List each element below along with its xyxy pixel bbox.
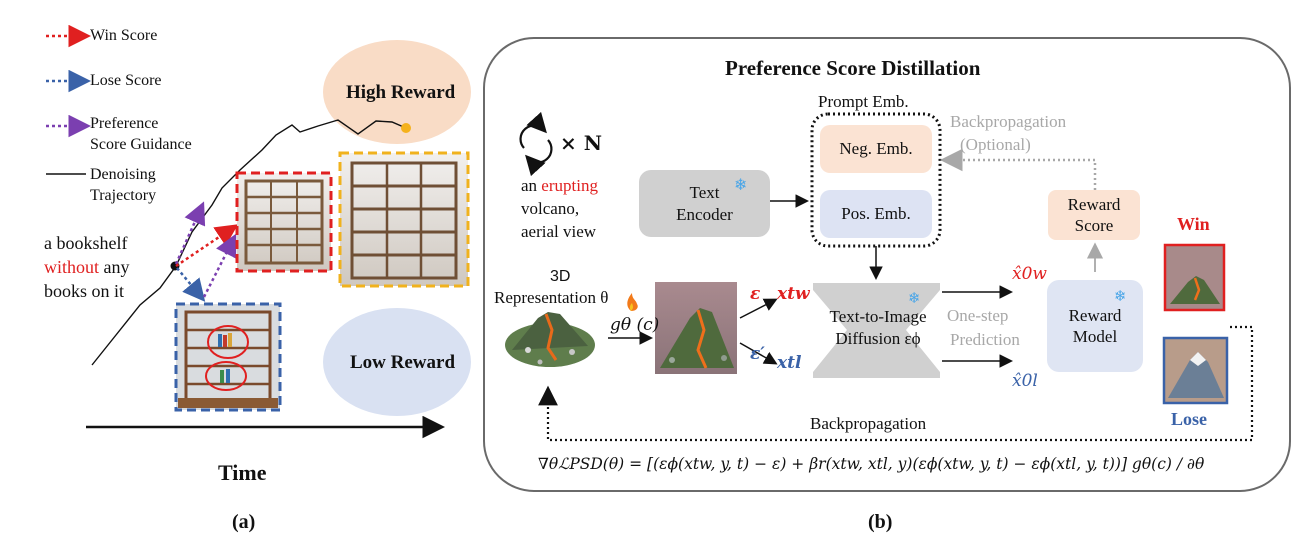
backprop-optional-label-2: (Optional) bbox=[960, 135, 1031, 154]
one-step-label-2: Prediction bbox=[950, 330, 1020, 349]
lose-mountain-image bbox=[1162, 336, 1229, 405]
diffusion-hourglass bbox=[813, 283, 940, 378]
low-reward-label: Low Reward bbox=[350, 352, 456, 373]
time-label: Time bbox=[218, 460, 267, 485]
backprop-optional-label-1: Backpropagation bbox=[950, 112, 1067, 131]
prompt-b-line2: volcano, bbox=[521, 199, 580, 218]
legend-lose-label: Lose Score bbox=[90, 72, 162, 89]
bookshelf-win-image bbox=[235, 171, 333, 273]
eps-lose-label: ε′ bbox=[750, 344, 765, 364]
caption-b: (b) bbox=[868, 511, 893, 533]
psd-frame bbox=[483, 37, 1291, 492]
prompt-a-line3: books on it bbox=[44, 281, 125, 301]
reward-model-box: Reward Model bbox=[1047, 280, 1143, 372]
reward-score-label-1: Reward bbox=[1067, 194, 1121, 214]
bookshelf-high-image bbox=[338, 151, 470, 288]
win-label: Win bbox=[1177, 214, 1210, 234]
psd-title: Preference Score Distillation bbox=[725, 56, 981, 80]
high-reward-ellipse bbox=[323, 40, 471, 144]
reward-score-label-2: Score bbox=[1074, 216, 1114, 235]
g-theta-label: gθ (c) bbox=[610, 315, 660, 335]
diffusion-label-1: Text-to-Image bbox=[829, 307, 927, 326]
one-step-label-1: One-step bbox=[947, 306, 1009, 325]
x0-lose-label: x̂0l bbox=[1012, 371, 1038, 391]
legend-traj-label-2: Trajectory bbox=[90, 187, 157, 204]
eps-win-label: ε bbox=[750, 284, 761, 304]
snowflake-icon: ❄ bbox=[1114, 288, 1127, 305]
backprop-label: Backpropagation bbox=[810, 414, 927, 433]
x-win-label: xtw bbox=[777, 284, 810, 304]
neg-emb-box: Neg. Emb. bbox=[820, 125, 932, 173]
reward-score-box: Reward Score bbox=[1048, 190, 1140, 240]
text-encoder-label: Text Encoder bbox=[676, 183, 733, 224]
rendered-volcano-image bbox=[655, 282, 737, 374]
win-volcano-image bbox=[1163, 243, 1226, 312]
reward-model-label-2: Model bbox=[1072, 327, 1118, 346]
x-lose-label: xtl bbox=[777, 353, 802, 373]
caption-a: (a) bbox=[232, 511, 256, 533]
refresh-icon bbox=[519, 111, 553, 177]
lose-score-arrow bbox=[176, 267, 206, 302]
low-reward-ellipse bbox=[323, 308, 471, 416]
snowflake-icon: ❄ bbox=[908, 290, 921, 307]
optional-backprop-arrow bbox=[940, 148, 1097, 190]
lose-label: Lose bbox=[1171, 409, 1207, 429]
reward-model-label-1: Reward bbox=[1068, 305, 1122, 325]
prompt-b-line1: an erupting bbox=[521, 176, 598, 196]
x0-win-label: x̂0w bbox=[1012, 264, 1047, 284]
noise-win-arrow bbox=[739, 298, 778, 319]
psd-equation: ∇θℒPSD(θ) = [(εϕ(xtw, y, t) − ε) + βr(xt… bbox=[538, 455, 1205, 473]
pos-emb-label: Pos. Emb. bbox=[841, 204, 911, 224]
rep-label-1: 3D bbox=[550, 268, 571, 285]
legend-pref-label-1: Preference bbox=[90, 115, 159, 132]
volcano-3d-representation bbox=[505, 312, 595, 367]
pos-emb-box: Pos. Emb. bbox=[820, 190, 932, 238]
bookshelf-lose-image bbox=[174, 302, 282, 412]
prompt-a-highlight: without bbox=[44, 257, 100, 277]
prompt-emb-box bbox=[810, 112, 942, 248]
iteration-count: × N bbox=[560, 131, 603, 155]
noise-lose-arrow bbox=[739, 342, 778, 365]
text-encoder-box: Text Encoder bbox=[639, 170, 770, 237]
prompt-a-line2-rest: any bbox=[99, 257, 130, 277]
legend bbox=[46, 24, 91, 175]
trajectory-end-point bbox=[401, 123, 411, 133]
high-reward-label: High Reward bbox=[346, 82, 456, 103]
denoising-trajectory bbox=[91, 119, 407, 366]
prompt-b-line3: aerial view bbox=[521, 222, 597, 241]
prompt-emb-title: Prompt Emb. bbox=[818, 92, 909, 111]
prompt-b-pre: an bbox=[521, 176, 542, 195]
flame-icon bbox=[627, 293, 638, 311]
neg-emb-label: Neg. Emb. bbox=[839, 139, 913, 159]
rep-label-2: Representation θ bbox=[494, 288, 609, 307]
pref-guidance-arrow-1 bbox=[174, 201, 206, 265]
legend-pref-label-2: Score Guidance bbox=[90, 136, 192, 153]
prompt-a-line2: without any bbox=[44, 257, 130, 278]
backprop-path bbox=[538, 325, 1254, 442]
legend-traj-label-1: Denoising bbox=[90, 166, 156, 183]
diffusion-label-2: Diffusion εϕ bbox=[835, 329, 921, 348]
pref-guidance-arrow-2 bbox=[202, 233, 237, 298]
prompt-b-highlight: erupting bbox=[541, 176, 598, 195]
prompt-a-line1: a bookshelf bbox=[44, 233, 128, 253]
snowflake-icon: ❄ bbox=[734, 177, 748, 194]
legend-win-label: Win Score bbox=[90, 27, 158, 44]
